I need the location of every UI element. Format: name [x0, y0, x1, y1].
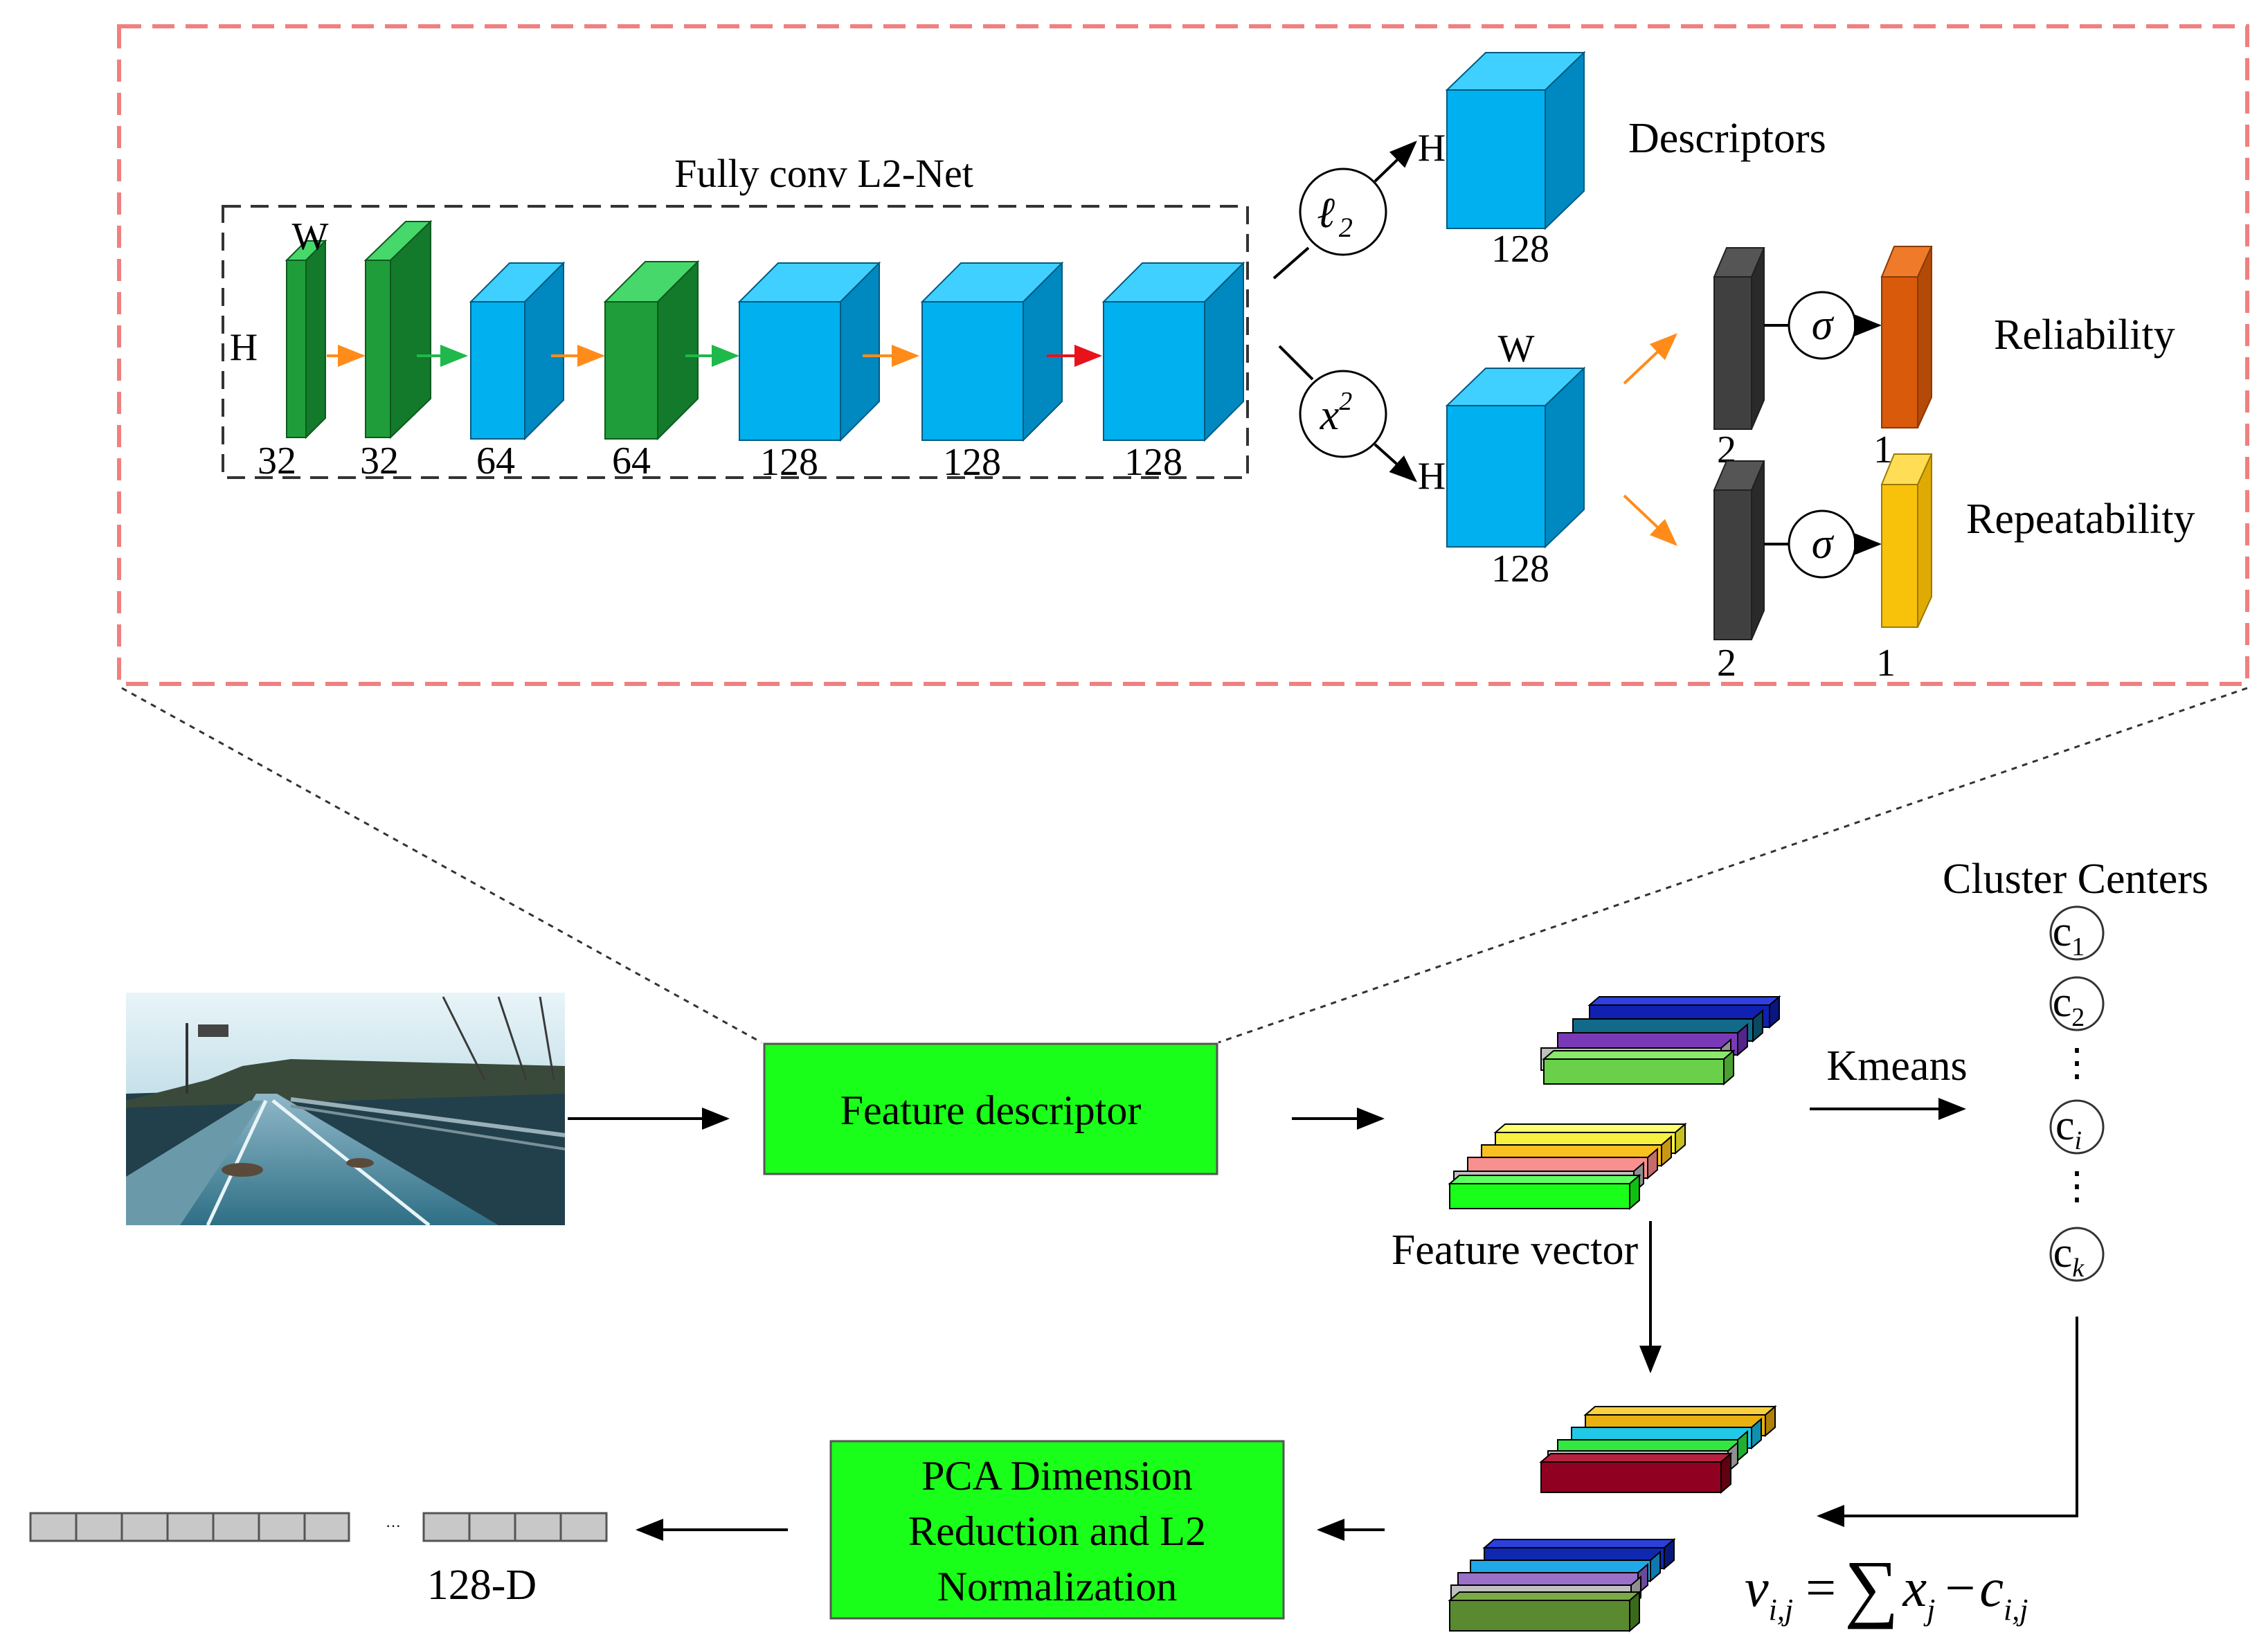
- output-ellipsis: ···: [386, 1517, 401, 1535]
- pca-line-2: Reduction and L2: [908, 1508, 1206, 1554]
- aggregated-stack-upper: [1539, 1404, 1777, 1494]
- branch-line-lower: [1278, 345, 1314, 381]
- cluster-center-2: c2: [2049, 976, 2105, 1032]
- output-vector-right: [422, 1512, 608, 1542]
- reliability-label: Reliability: [1994, 311, 2175, 359]
- square-sup: 2: [1339, 387, 1352, 416]
- formula-c: c: [1979, 1557, 2004, 1618]
- output-vector-left: [29, 1512, 350, 1542]
- layer-4-depth: 64: [612, 440, 651, 482]
- axis-w-label: W: [292, 215, 329, 258]
- repeatability-input-slab: [1713, 460, 1765, 640]
- aggregated-stack-lower: [1448, 1537, 1676, 1633]
- formula-v-sub: i,j: [1769, 1593, 1793, 1627]
- layer-3: [469, 261, 566, 441]
- formula-c-sub: i,j: [2004, 1593, 2028, 1627]
- feature-descriptor-box: [763, 1042, 1218, 1175]
- layer-5-depth: 128: [760, 441, 818, 484]
- arrow-to-repeatability: [1623, 494, 1677, 546]
- axis-h-label: H: [230, 326, 258, 369]
- cluster-return-connector: [1817, 1317, 2078, 1527]
- feature-vector-label: Feature vector: [1392, 1227, 1639, 1274]
- layer-6: [920, 261, 1064, 442]
- score-h: H: [1418, 455, 1446, 498]
- cluster-center-k: ck: [2049, 1227, 2105, 1283]
- descriptors-cube: [1445, 51, 1586, 231]
- cluster-dots-2: ⋮: [2058, 1165, 2096, 1208]
- square-node: [1299, 370, 1387, 458]
- cluster-ck: ck: [2053, 1229, 2085, 1283]
- layer-5: [737, 261, 881, 442]
- formula-minus: −: [1945, 1557, 1975, 1618]
- formula-sum: ∑: [1844, 1545, 1898, 1629]
- network-region-border: [117, 24, 2249, 686]
- l2-subscript: 2: [1339, 212, 1353, 243]
- score-cube: [1445, 366, 1586, 549]
- vlad-formula: vi,j=∑xj−ci,j: [1745, 1545, 2028, 1629]
- layer-2: [363, 219, 433, 440]
- arrow-to-reliability: [1623, 333, 1677, 385]
- layer-6-depth: 128: [943, 441, 1001, 484]
- descriptors-h: H: [1418, 127, 1446, 170]
- branch-line-upper: [1272, 246, 1310, 280]
- cluster-ci: ci: [2055, 1102, 2082, 1155]
- repeatability-out-depth: 1: [1876, 642, 1896, 685]
- layer-3-depth: 64: [476, 440, 515, 482]
- layer-7: [1101, 261, 1245, 442]
- reliability-output-slab: [1880, 246, 1933, 428]
- zoom-line-left: [121, 687, 762, 1044]
- arrow-to-score-cube: [1374, 443, 1417, 482]
- square-x: x: [1320, 392, 1340, 439]
- pca-line-1: PCA Dimension: [921, 1453, 1193, 1499]
- formula-v: v: [1745, 1557, 1769, 1618]
- reliability-sigma: σ: [1812, 302, 1835, 349]
- cluster-c2: c2: [2053, 979, 2085, 1032]
- layer-2-depth: 32: [360, 440, 399, 482]
- l2net-title: Fully conv L2-Net: [674, 151, 973, 196]
- l2net-box: [222, 205, 1249, 479]
- road-photo: [126, 993, 566, 1227]
- l2-symbol: ℓ: [1317, 190, 1335, 237]
- square-symbol: x2: [1320, 387, 1353, 439]
- kmeans-label: Kmeans: [1826, 1042, 1967, 1090]
- reliability-input-slab: [1713, 247, 1765, 430]
- descriptors-label: Descriptors: [1628, 115, 1826, 162]
- zoom-line-right: [1218, 687, 2248, 1044]
- cluster-center-1: c1: [2049, 905, 2105, 961]
- feature-vector-stack-upper: [1540, 995, 1781, 1086]
- output-dimension-label: 128-D: [427, 1562, 537, 1609]
- pca-box: [829, 1440, 1285, 1620]
- layer-1: [285, 239, 327, 440]
- score-depth: 128: [1491, 548, 1549, 590]
- feature-vector-stack-lower: [1448, 1122, 1687, 1211]
- formula-eq: =: [1806, 1557, 1836, 1618]
- l2-norm-node: [1299, 168, 1387, 256]
- repeatability-sigma: σ: [1812, 521, 1835, 568]
- arrow-to-descriptors: [1374, 141, 1417, 183]
- repeatability-output-slab: [1880, 453, 1933, 628]
- cluster-c1: c1: [2053, 908, 2085, 961]
- repeatability-in-depth: 2: [1717, 642, 1736, 685]
- layer-7-depth: 128: [1124, 441, 1182, 484]
- formula-x: x: [1902, 1557, 1927, 1618]
- repeatability-label: Repeatability: [1966, 496, 2195, 543]
- descriptors-depth: 128: [1491, 228, 1549, 271]
- feature-descriptor-label: Feature descriptor: [840, 1087, 1142, 1133]
- layer-1-depth: 32: [258, 440, 296, 482]
- cluster-center-i: ci: [2049, 1099, 2105, 1155]
- cluster-dots-1: ⋮: [2058, 1042, 2096, 1085]
- pca-line-3: Normalization: [937, 1564, 1178, 1609]
- layer-4: [603, 260, 700, 441]
- formula-x-sub: j: [1923, 1593, 1935, 1627]
- score-w: W: [1498, 327, 1535, 370]
- cluster-centers-title: Cluster Centers: [1943, 856, 2208, 903]
